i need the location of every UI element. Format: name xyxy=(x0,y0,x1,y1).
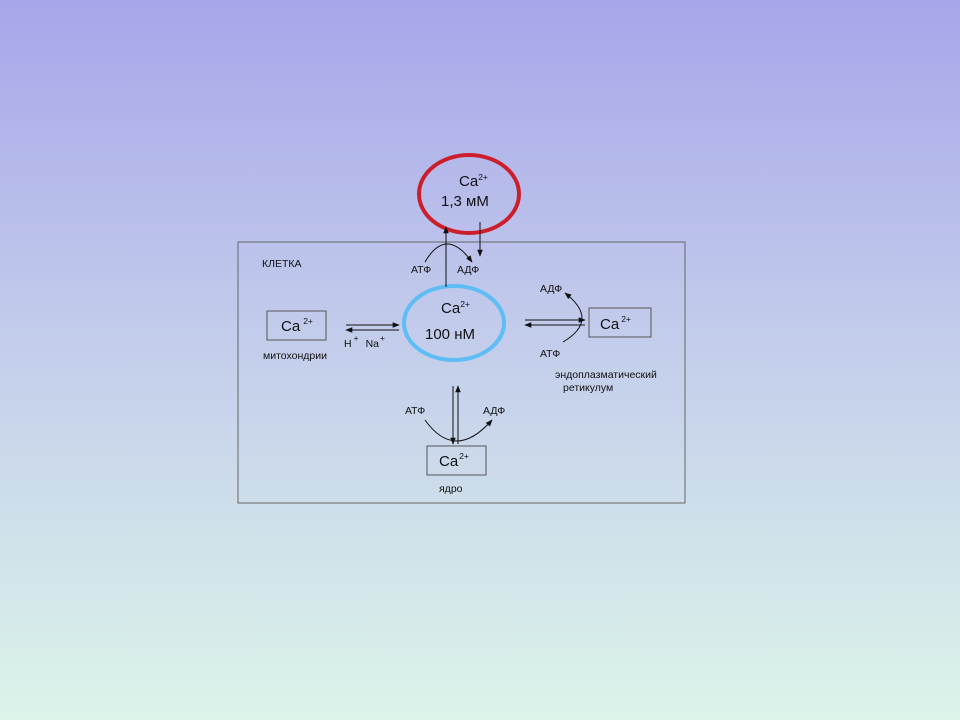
top-atf-label: АТФ xyxy=(411,264,431,276)
er-atf-label: АТФ xyxy=(540,348,560,360)
nucleus-adf-label: АДФ xyxy=(483,405,505,417)
top-adf-label: АДФ xyxy=(457,264,479,276)
nucleus-ion-label: Ca2+ xyxy=(439,451,469,470)
extracellular-concentration: 1,3 мМ xyxy=(441,193,489,210)
mito-exchanger-ions: H+Na+ xyxy=(344,333,385,350)
top-atp-curve-arrow xyxy=(424,243,473,263)
cell-label: КЛЕТКА xyxy=(262,258,302,270)
er-adf-label: АДФ xyxy=(540,283,562,295)
nucleus-atf-label: АТФ xyxy=(405,405,425,417)
nucleus-atp-curve-arrow xyxy=(424,419,493,442)
cytosol-calcium-ellipse xyxy=(402,284,506,362)
cytosol-concentration: 100 нМ xyxy=(425,326,475,343)
extracellular-ion-label: Ca2+ xyxy=(459,172,488,190)
extracellular-calcium-ellipse xyxy=(417,153,521,235)
er-box xyxy=(588,307,652,338)
cytosol-ion-label: Ca2+ xyxy=(441,299,470,317)
nucleus-box xyxy=(426,445,487,476)
er-atp-curve-arrow xyxy=(562,292,583,343)
mitochondria-box xyxy=(266,310,327,341)
cell-boundary xyxy=(237,241,686,504)
er-label-line2: ретикулум xyxy=(563,382,613,394)
er-label-line1: эндоплазматический xyxy=(555,369,657,381)
mitochondria-label: митохондрии xyxy=(263,350,327,362)
nucleus-label: ядро xyxy=(439,483,463,495)
